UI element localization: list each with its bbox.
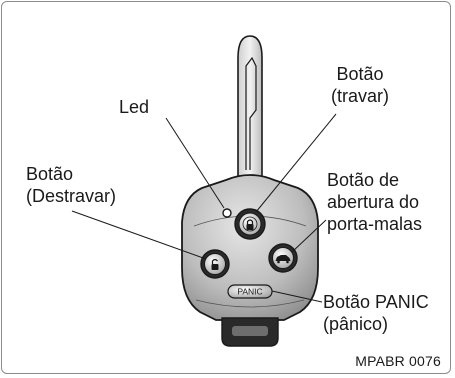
figure-code: MPABR 0076 [355, 353, 441, 369]
label-lock-line-2: (travar) [331, 85, 389, 107]
panic-button-text: PANIC [237, 287, 262, 297]
label-panic-line-2: (pânico) [323, 313, 429, 335]
label-led-text: Led [119, 96, 149, 118]
fob-bottom-tab [222, 318, 278, 346]
label-lock-button: Botão (travar) [331, 63, 389, 107]
label-trunk-button: Botão de abertura do porta-malas [327, 169, 422, 235]
label-led: Led [119, 96, 149, 118]
label-panic-line-1: Botão PANIC [323, 291, 429, 313]
label-panic-button: Botão PANIC (pânico) [323, 291, 429, 335]
label-trunk-line-1: Botão de [327, 169, 422, 191]
key-blade [238, 36, 262, 178]
label-unlock-button: Botão (Destravar) [26, 163, 116, 207]
label-unlock-line-1: Botão [26, 163, 116, 185]
label-unlock-line-2: (Destravar) [26, 185, 116, 207]
panic-button: PANIC [228, 285, 272, 298]
label-trunk-line-3: porta-malas [327, 213, 422, 235]
label-lock-line-1: Botão [331, 63, 389, 85]
label-trunk-line-2: abertura do [327, 191, 422, 213]
led-indicator [223, 209, 231, 217]
